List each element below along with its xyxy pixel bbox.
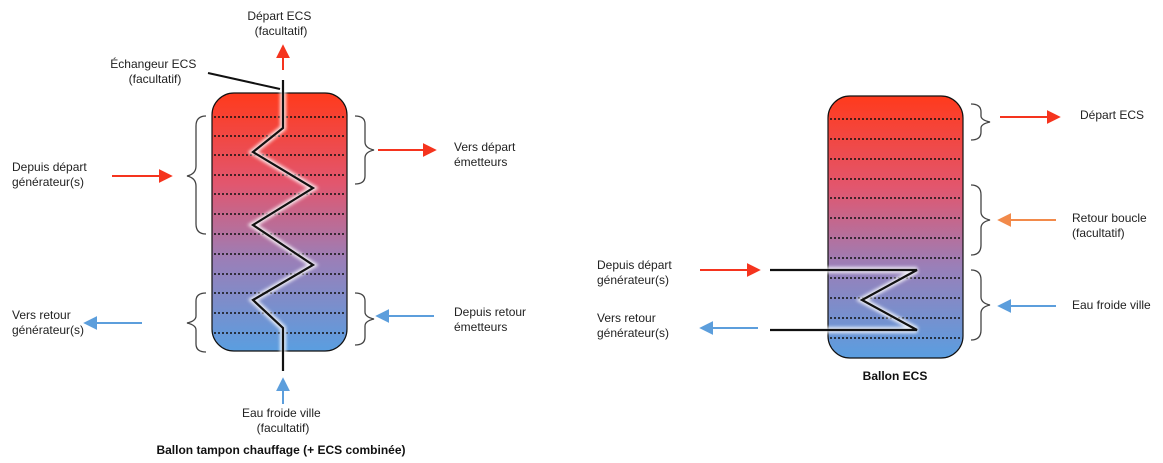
left-brace-top-left <box>186 115 207 235</box>
right-tank: Départ ECS Retour boucle (facultatif) Ea… <box>597 95 1151 383</box>
label-echangeur-ecs: Échangeur ECS (facultatif) <box>110 56 199 86</box>
label-depuis-retour-left: Depuis retour émetteurs <box>454 305 529 334</box>
label-depart-ecs-right: Départ ECS <box>1080 108 1144 122</box>
label-retour-boucle: Retour boucle (facultatif) <box>1072 211 1150 240</box>
left-tank: Départ ECS (facultatif) Échangeur ECS (f… <box>12 9 529 457</box>
right-brace-bottom <box>970 269 991 341</box>
echangeur-pointer <box>207 72 281 90</box>
label-depuis-depart-left: Depuis départ générateur(s) <box>12 160 90 189</box>
title-left-tank: Ballon tampon chauffage (+ ECS combinée) <box>156 443 405 457</box>
label-vers-retour-right: Vers retour générateur(s) <box>597 311 669 340</box>
left-brace-bottom-right <box>354 292 375 346</box>
right-tank-body <box>827 95 964 359</box>
right-brace-top <box>970 103 991 141</box>
label-depart-ecs-left: Départ ECS (facultatif) <box>247 9 314 38</box>
label-eau-froide-right: Eau froide ville <box>1072 298 1151 312</box>
title-right-tank: Ballon ECS <box>863 369 928 383</box>
left-coil <box>250 80 316 371</box>
label-vers-depart-left: Vers départ émetteurs <box>454 140 519 169</box>
label-eau-froide-left: Eau froide ville (facultatif) <box>242 406 324 435</box>
label-depuis-depart-right: Depuis départ générateur(s) <box>597 258 675 287</box>
left-tank-dotted-lines <box>214 116 345 334</box>
right-brace-middle <box>970 184 991 256</box>
left-brace-bottom-left <box>186 292 207 353</box>
left-tank-body <box>211 92 348 352</box>
label-vers-retour-left: Vers retour générateur(s) <box>12 308 84 337</box>
left-brace-top-right <box>354 115 375 185</box>
right-coil <box>770 268 918 332</box>
